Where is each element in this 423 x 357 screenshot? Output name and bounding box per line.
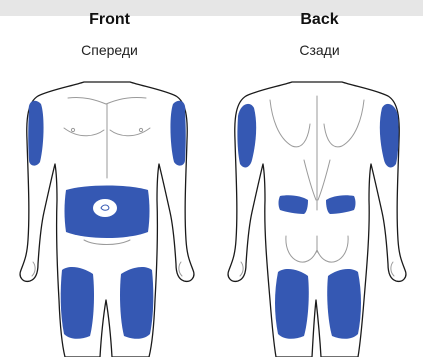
front-zone-thigh-left [61, 267, 94, 339]
back-figure-panel: Back Сзади [212, 0, 423, 357]
back-zone-thigh-right [327, 269, 361, 339]
front-navel-exclusion [93, 199, 117, 217]
front-zone-upper-arm-right [170, 101, 185, 166]
front-title: Front [4, 11, 215, 29]
front-figure-panel: Front Спереди [0, 0, 211, 357]
front-zone-upper-arm-left [28, 101, 43, 166]
back-subtitle: Сзади [214, 42, 423, 58]
back-zone-thigh-left [275, 269, 309, 339]
back-title: Back [214, 11, 423, 29]
front-zone-thigh-right [120, 267, 153, 339]
front-subtitle: Спереди [4, 42, 215, 58]
